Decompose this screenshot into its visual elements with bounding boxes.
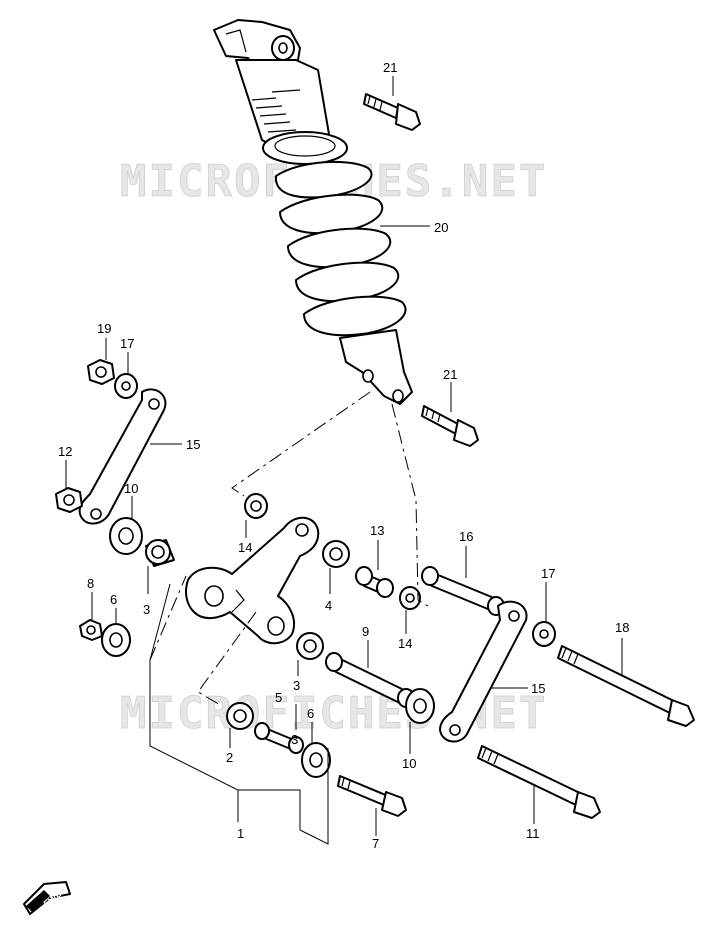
callout-3-left: 3 <box>143 602 150 617</box>
link-rod-15-right <box>439 600 528 743</box>
leader-lines <box>65 76 623 845</box>
link-rod-15-left <box>78 388 167 525</box>
bolt-21-bottom <box>421 405 479 447</box>
callout-20: 20 <box>434 220 448 235</box>
callout-21-top: 21 <box>383 60 397 75</box>
callout-14-lower: 14 <box>398 636 412 651</box>
callout-21-bottom: 21 <box>443 367 457 382</box>
callout-6-right: 6 <box>307 706 314 721</box>
callout-2: 2 <box>226 750 233 765</box>
callout-16: 16 <box>459 529 473 544</box>
callout-14-upper: 14 <box>238 540 252 555</box>
bolt-11 <box>477 745 601 819</box>
callout-19: 19 <box>97 321 111 336</box>
callout-15-left: 15 <box>186 437 200 452</box>
callout-4: 4 <box>325 598 332 613</box>
callout-10-left: 10 <box>124 481 138 496</box>
callout-12: 12 <box>58 444 72 459</box>
callout-15-right: 15 <box>531 681 545 696</box>
callout-1: 1 <box>237 826 244 841</box>
callout-5: 5 <box>275 690 282 705</box>
shock-absorber <box>213 19 413 405</box>
assembly-line-lever <box>197 611 257 707</box>
callout-13: 13 <box>370 523 384 538</box>
bolt-21-top <box>363 93 421 131</box>
assembly-line-left-seal <box>149 575 187 661</box>
assembly-line-right <box>391 403 429 607</box>
callout-17-right: 17 <box>541 566 555 581</box>
bolt-7 <box>337 775 407 817</box>
callout-18: 18 <box>615 620 629 635</box>
callout-9: 9 <box>362 624 369 639</box>
assembly-line-left <box>231 391 371 497</box>
fwd-arrow-icon: FWD <box>23 881 71 915</box>
callout-17-left: 17 <box>120 336 134 351</box>
cushion-lever <box>185 516 320 645</box>
callout-3-lower: 3 <box>291 732 298 747</box>
bolt-18 <box>557 645 695 727</box>
callout-6-left: 6 <box>110 592 117 607</box>
callout-3-middle: 3 <box>293 678 300 693</box>
callout-8: 8 <box>87 576 94 591</box>
callout-11: 11 <box>526 826 540 841</box>
callout-10-right: 10 <box>402 756 416 771</box>
callout-7: 7 <box>372 836 379 851</box>
